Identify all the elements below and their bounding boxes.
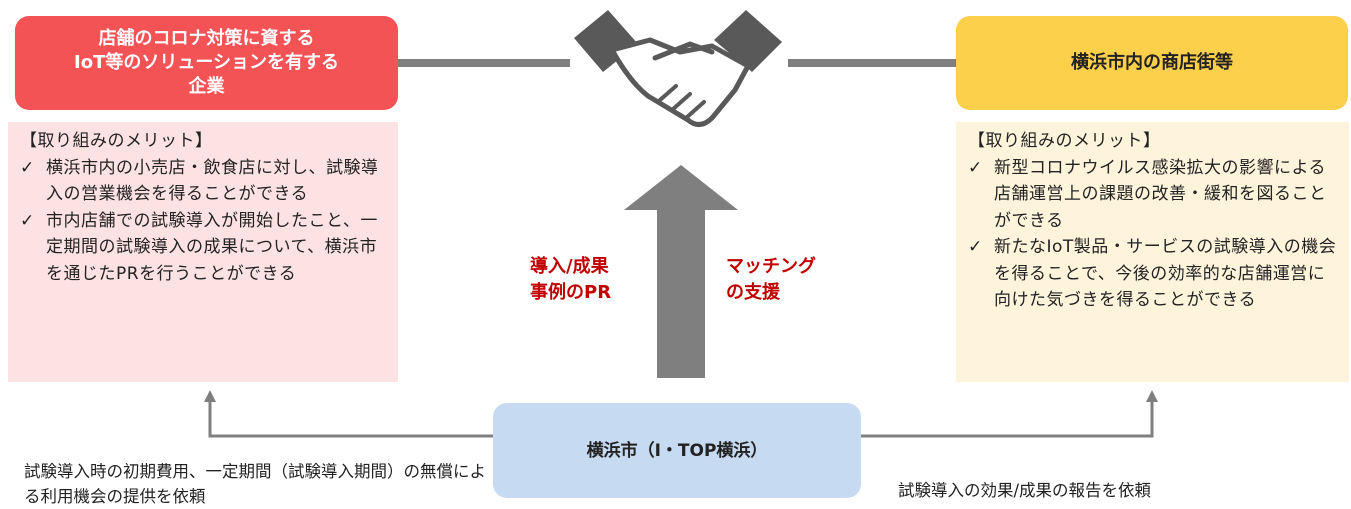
- request-arrow-right: [861, 400, 1154, 438]
- merit-text: 市内店舗での試験導入が開始したこと、一定期間の試験導入の成果について、横浜市を通…: [46, 210, 378, 284]
- list-item: ✓ 新たなIoT製品・サービスの試験導入の機会を得ることで、今後の効率的な店舗運…: [968, 234, 1339, 314]
- companies-merits-panel: 【取り組みのメリット】 ✓ 横浜市内の小売店・飲食店に対し、試験導入の営業機会を…: [8, 122, 398, 382]
- check-icon: ✓: [968, 237, 983, 257]
- shopping-districts-title: 横浜市内の商店街等: [1071, 52, 1233, 73]
- merit-text: 新たなIoT製品・サービスの試験導入の機会を得ることで、今後の効率的な店舗運営に…: [994, 237, 1337, 310]
- check-icon: ✓: [20, 157, 35, 178]
- shopping-districts-header: 横浜市内の商店街等: [956, 16, 1348, 110]
- list-item: ✓ 新型コロナウイルス感染拡大の影響による店舗運営上の課題の改善・緩和を図ること…: [968, 155, 1339, 235]
- request-to-companies-text: 試験導入時の初期費用、一定期間（試験導入期間）の無償による利用機会の提供を依頼: [24, 462, 486, 506]
- request-arrow-left-head: [204, 390, 216, 402]
- matching-support-label: マッチング の支援: [726, 254, 816, 306]
- merit-text: 新型コロナウイルス感染拡大の影響による店舗運営上の課題の改善・緩和を図ることがで…: [994, 157, 1327, 231]
- pr-support-label: 導入/成果 事例のPR: [530, 254, 611, 306]
- check-icon: ✓: [968, 157, 983, 178]
- list-item: ✓ 市内店舗での試験導入が開始したこと、一定期間の試験導入の成果について、横浜市…: [20, 208, 388, 288]
- request-to-districts-text: 試験導入の効果/成果の報告を依頼: [898, 481, 1152, 500]
- matching-support-label-line-1: マッチング: [726, 256, 816, 277]
- companies-merits-title: 【取り組みのメリット】: [20, 131, 213, 151]
- city-title: 横浜市（I・TOP横浜）: [586, 440, 768, 461]
- handshake-icon: [574, 10, 782, 127]
- list-item: ✓ 横浜市内の小売店・飲食店に対し、試験導入の営業機会を得ることができる: [20, 155, 388, 208]
- companies-title-line-1: 店舗のコロナ対策に資する: [98, 28, 315, 49]
- request-arrow-left: [208, 400, 493, 438]
- companies-title-line-3: 企業: [188, 76, 225, 97]
- pr-support-label-line-2: 事例のPR: [530, 282, 612, 303]
- shopping-districts-merits-list: ✓ 新型コロナウイルス感染拡大の影響による店舗運営上の課題の改善・緩和を図ること…: [968, 155, 1339, 314]
- companies-title-line-2: IoT等のソリューションを有する: [74, 52, 339, 73]
- check-icon: ✓: [20, 210, 35, 231]
- shopping-districts-merits-panel: 【取り組みのメリット】 ✓ 新型コロナウイルス感染拡大の影響による店舗運営上の課…: [956, 122, 1349, 382]
- companies-header: 店舗のコロナ対策に資する IoT等のソリューションを有する 企業: [15, 16, 398, 110]
- shopping-districts-merits-title: 【取り組みのメリット】: [968, 131, 1161, 151]
- support-up-arrow: [624, 165, 738, 378]
- request-arrow-right-head: [1146, 390, 1158, 402]
- pr-support-label-line-1: 導入/成果: [530, 256, 609, 277]
- city-box: 横浜市（I・TOP横浜）: [493, 403, 861, 498]
- companies-merits-list: ✓ 横浜市内の小売店・飲食店に対し、試験導入の営業機会を得ることができる ✓ 市…: [20, 155, 388, 288]
- merit-text: 横浜市内の小売店・飲食店に対し、試験導入の営業機会を得ることができる: [46, 157, 379, 205]
- matching-support-label-line-2: の支援: [726, 282, 780, 303]
